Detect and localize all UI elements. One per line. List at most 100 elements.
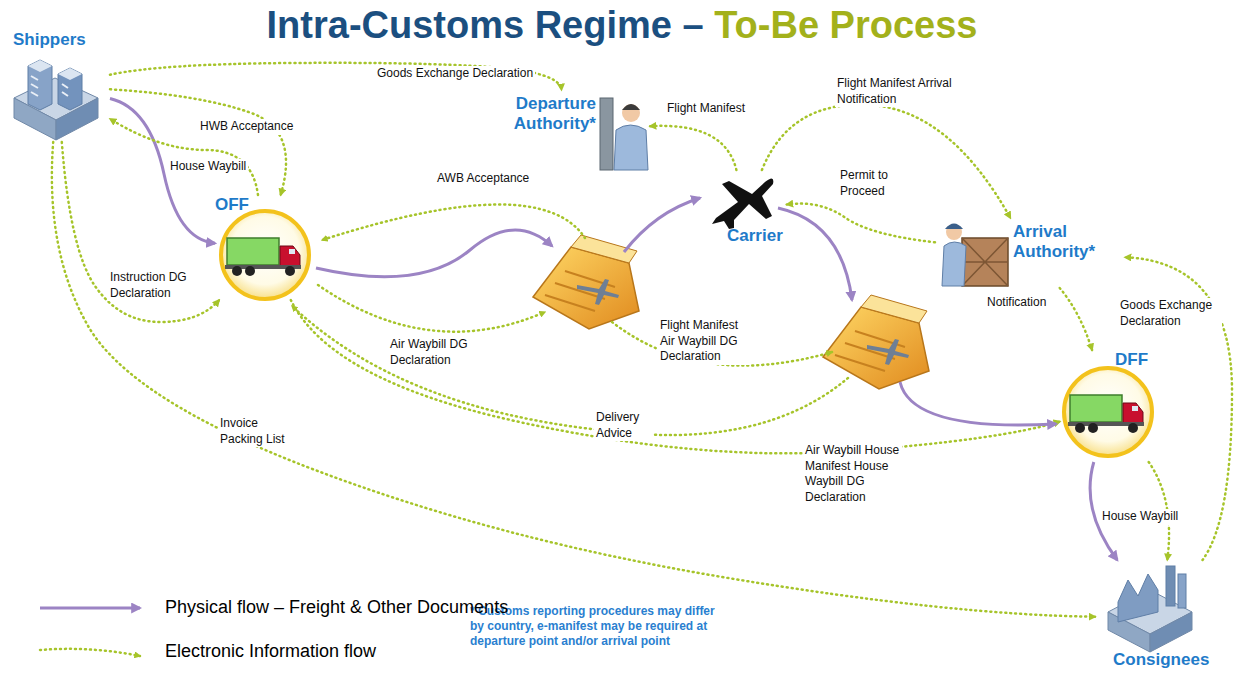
illustration-part <box>533 235 639 329</box>
building-icon-part <box>58 68 82 80</box>
factory-icon-part <box>1178 574 1186 608</box>
edge-label-holder: Permit to Proceed <box>838 168 900 199</box>
edge-label: Goods Exchange Declaration <box>375 66 535 82</box>
physical-flow-part <box>900 382 1056 425</box>
inspector-icon-part <box>945 224 963 230</box>
node-label: Consignees <box>1113 650 1209 670</box>
edge-label-holder: Flight Manifest <box>665 98 747 117</box>
node-label: OFF <box>215 195 249 215</box>
title-holder: Intra-Customs Regime – To-Be Process <box>0 4 1244 47</box>
edge-label: Invoice Packing List <box>218 416 297 447</box>
inspector-icon <box>942 224 1008 287</box>
flow-label: AWB Acceptance <box>435 171 531 187</box>
title-text: Intra-Customs Regime – To-Be Process <box>0 4 1244 47</box>
edge-label: House Waybill <box>1100 509 1180 525</box>
inspector-icon-part <box>962 238 1008 286</box>
edge-label: Air Waybill House Manifest House Waybill… <box>803 443 902 505</box>
building-icon-part <box>58 68 82 110</box>
flow-label: Flight Manifest Air Waybill DG Declarati… <box>658 318 750 365</box>
flow-label: Air Waybill DG Declaration <box>388 337 476 368</box>
physical-flow-part <box>316 230 552 277</box>
information-flow-arrow <box>52 142 1095 617</box>
actor-node: OFF <box>215 195 315 300</box>
edge-label-holder: Flight Manifest Arrival Notification <box>835 76 957 107</box>
label-holder: * Customs reporting procedures may diffe… <box>470 604 725 649</box>
officer-icon <box>600 98 648 170</box>
edge-label-holder: Goods Exchange Declaration <box>1118 298 1222 329</box>
node-label: Arrival Authority* <box>1013 222 1119 261</box>
legend-samples-part <box>40 607 140 610</box>
edge-label: House Waybill <box>168 159 248 175</box>
electronic-flow <box>292 204 848 435</box>
title-part: To-Be Process <box>714 4 977 46</box>
actor-node: DFF <box>1060 350 1160 462</box>
edge-label-holder: Invoice Packing List <box>218 416 297 447</box>
legend-text: Electronic Information flow <box>165 641 376 662</box>
edge-label-holder: House Waybill <box>168 156 248 175</box>
illustration-part <box>823 295 929 389</box>
label-holder: Delivery Advice <box>594 410 653 441</box>
electronic-flow-part <box>322 204 585 240</box>
title-part: Intra-Customs Regime – <box>267 4 715 46</box>
node-label: Departure Authority* <box>480 94 596 133</box>
edge-label-holder: Air Waybill House Manifest House Waybill… <box>803 443 902 505</box>
information-flow-arrow <box>650 126 736 170</box>
legend-holder: Electronic Information flow <box>165 641 376 662</box>
node-label: DFF <box>1115 350 1148 370</box>
edge-label: Permit to Proceed <box>838 168 900 199</box>
building-icon-part <box>28 60 52 72</box>
factory-icon-part <box>1118 574 1158 622</box>
actor-node: Arrival Authority* <box>935 218 1125 288</box>
actor-node: Departure Authority* <box>480 90 650 172</box>
physical-flow-part <box>624 198 700 252</box>
plane-icon <box>712 178 773 229</box>
legend-text: Physical flow – Freight & Other Document… <box>165 597 508 618</box>
legend-samples-part <box>40 649 140 656</box>
edge-label: Instruction DG Declaration <box>108 270 196 301</box>
node-label: Carrier <box>727 226 783 246</box>
node-label: Shippers <box>13 30 86 50</box>
illustration-part <box>1064 368 1152 456</box>
label-holder: Flight Manifest Air Waybill DG Declarati… <box>658 318 750 365</box>
actor-node: Consignees <box>1095 560 1225 675</box>
actor-node: Shippers <box>5 30 110 142</box>
plane-icon-part <box>712 178 773 229</box>
physical-flow <box>316 198 1056 425</box>
factory-icon-part <box>1150 612 1192 652</box>
edge-label-holder: Notification <box>985 292 1048 311</box>
officer-icon-part <box>600 98 613 170</box>
inspector-icon-part <box>942 242 966 286</box>
information-flow-arrow <box>291 300 1060 453</box>
factory-icon <box>1108 566 1192 652</box>
edge-label-holder: HWB Acceptance <box>198 116 295 135</box>
label-holder: Air Waybill DG Declaration <box>388 337 476 368</box>
legend-holder: Physical flow – Freight & Other Document… <box>165 597 508 618</box>
physical-flow-part <box>778 208 852 300</box>
information-flow-arrow <box>762 105 1011 218</box>
officer-icon-part <box>622 104 640 122</box>
electronic-flow-part <box>292 306 848 435</box>
officer-icon-part <box>614 125 648 170</box>
illustration-part <box>221 211 309 299</box>
label-holder: AWB Acceptance <box>435 168 531 187</box>
inspector-icon-part <box>962 238 1008 286</box>
inspector-icon-part <box>946 224 962 240</box>
actor-node: Carrier <box>705 170 787 250</box>
information-flow-arrow <box>1060 288 1092 350</box>
edge-label: Flight Manifest <box>665 101 747 117</box>
edge-label: HWB Acceptance <box>198 119 295 135</box>
footnote: * Customs reporting procedures may diffe… <box>470 604 725 649</box>
legend-samples <box>40 608 140 656</box>
edge-label: Flight Manifest Arrival Notification <box>835 76 957 107</box>
electronic-flow-part <box>318 285 545 332</box>
building-icon-part <box>31 76 68 96</box>
flow-label: Delivery Advice <box>594 410 653 441</box>
edge-label-holder: Goods Exchange Declaration <box>375 63 535 82</box>
officer-icon-part <box>622 104 640 110</box>
edge-label: Goods Exchange Declaration <box>1118 298 1222 329</box>
information-flow-arrow <box>787 204 935 243</box>
edge-label: Notification <box>985 295 1048 311</box>
edge-label-holder: Instruction DG Declaration <box>108 270 196 301</box>
